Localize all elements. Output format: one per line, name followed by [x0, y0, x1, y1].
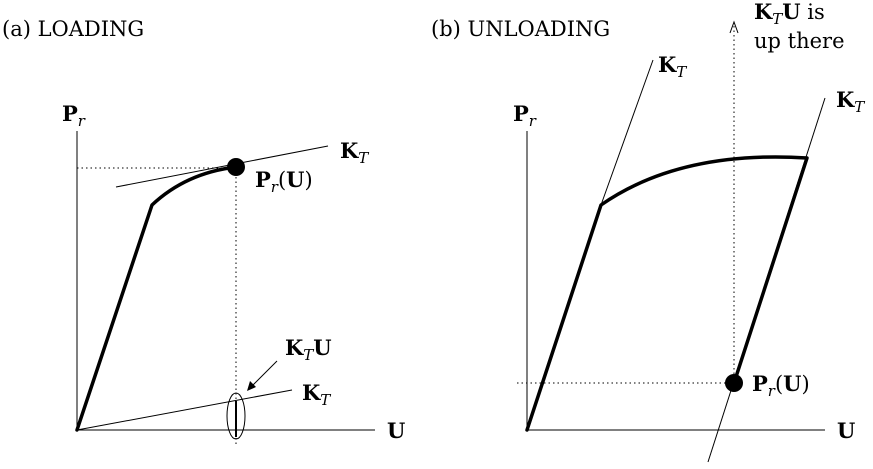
state-point-label: Pr(U) [255, 167, 313, 196]
tangent-line-left [600, 59, 654, 206]
x-axis-label: U [387, 418, 405, 443]
y-axis-label: Pr [513, 101, 537, 130]
product-arrow-head [247, 381, 256, 391]
tangent-line-upper [115, 145, 329, 188]
state-point [725, 374, 743, 392]
tangent-right-label: KT [836, 87, 865, 116]
tangent-line-right [707, 97, 826, 463]
panel-b-title: (b) UNLOADING [431, 17, 610, 41]
note-line-1: KTU is [754, 0, 825, 28]
product-label: KTU [285, 335, 332, 364]
tangent-left-label: KT [658, 52, 687, 81]
tangent-lower-label: KT [302, 380, 331, 409]
product-arrow-line [249, 360, 278, 389]
up-arrow-head [729, 20, 739, 34]
y-axis-label: Pr [62, 101, 86, 130]
state-point-label: Pr(U) [752, 371, 810, 400]
panel-loading: (a) LOADING Pr U KT Pr(U) KT KTU [2, 17, 405, 446]
state-point [227, 158, 245, 176]
unloading-curve [525, 155, 809, 432]
panel-unloading: (b) UNLOADING Pr U KT KT Pr(U) KTU is up… [431, 0, 865, 463]
x-axis-label: U [837, 418, 855, 443]
tangent-line-lower [76, 389, 293, 431]
loading-curve [75, 165, 238, 432]
product-ellipse [226, 392, 246, 440]
tangent-upper-label: KT [340, 138, 369, 167]
note-line-2: up there [754, 29, 845, 53]
panel-a-title: (a) LOADING [2, 17, 144, 41]
